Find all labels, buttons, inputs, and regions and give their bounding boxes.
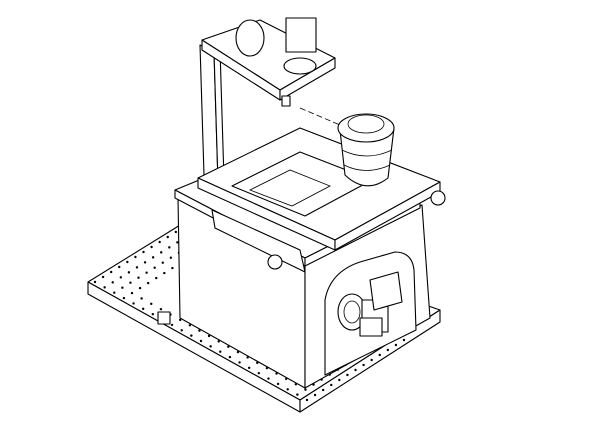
mounting-hole	[354, 368, 357, 372]
xy-stage	[197, 127, 446, 273]
mounting-hole	[129, 281, 132, 284]
mounting-hole	[321, 388, 325, 392]
mounting-hole	[151, 256, 155, 259]
mounting-hole	[145, 271, 148, 274]
mounting-hole	[219, 350, 222, 353]
mounting-hole	[146, 281, 150, 285]
mounting-hole	[199, 339, 203, 343]
mounting-hole	[171, 266, 174, 270]
mounting-hole	[134, 255, 137, 259]
mounting-hole	[209, 345, 212, 348]
mounting-hole	[101, 275, 105, 279]
mounting-hole	[276, 382, 280, 386]
mounting-hole	[188, 324, 192, 327]
mounting-hole	[170, 323, 174, 327]
mounting-hole	[267, 377, 270, 380]
mounting-hole	[238, 361, 241, 364]
mounting-hole	[304, 388, 307, 391]
mounting-hole	[346, 373, 349, 377]
mounting-hole	[132, 302, 135, 305]
mounting-hole	[93, 280, 97, 284]
mounting-hole	[166, 235, 169, 239]
mounting-hole	[135, 266, 139, 269]
mounting-hole	[386, 348, 390, 352]
mounting-hole	[236, 350, 240, 354]
mounting-hole	[140, 297, 143, 300]
mounting-hole	[155, 276, 158, 280]
mounting-hole	[150, 245, 153, 249]
mounting-hole	[143, 261, 147, 264]
mounting-hole	[174, 230, 178, 234]
mounting-hole	[142, 250, 145, 254]
mounting-hole	[370, 358, 373, 362]
mounting-hole	[163, 271, 166, 275]
mounting-hole	[158, 240, 161, 244]
mounting-hole	[150, 302, 153, 306]
mounting-hole	[119, 276, 123, 279]
mounting-hole	[153, 266, 156, 269]
mounting-hole	[159, 307, 163, 311]
mounting-hole	[362, 363, 365, 367]
top-arm	[201, 17, 336, 107]
mounting-hole	[121, 286, 124, 289]
mounting-hole	[296, 393, 299, 396]
mounting-hole	[178, 318, 182, 322]
mounting-hole	[247, 366, 251, 370]
mounting-hole	[130, 291, 134, 295]
mounting-hole	[394, 343, 398, 347]
objective-lens	[299, 107, 395, 187]
vertical-pillar	[199, 44, 225, 183]
mounting-hole	[111, 281, 114, 284]
mounting-hole	[126, 260, 129, 264]
mounting-hole	[190, 334, 193, 337]
mounting-hole	[246, 356, 249, 359]
mounting-hole	[257, 371, 261, 375]
mounting-hole	[198, 329, 201, 332]
mounting-hole	[313, 393, 317, 397]
mounting-hole	[137, 276, 140, 279]
mounting-hole	[207, 334, 211, 338]
mounting-hole	[217, 340, 220, 343]
lower-optics	[157, 271, 403, 337]
mounting-hole	[180, 329, 183, 332]
mounting-hole	[118, 265, 121, 269]
mounting-hole	[113, 291, 116, 294]
mounting-hole	[378, 353, 381, 357]
mounting-hole	[402, 338, 406, 342]
mounting-hole	[227, 345, 230, 348]
mounting-hole	[228, 355, 232, 359]
mounting-hole	[141, 307, 145, 311]
mounting-hole	[169, 256, 173, 259]
mounting-hole	[138, 286, 142, 290]
mounting-hole	[151, 312, 155, 316]
mounting-hole	[161, 261, 164, 264]
mounting-hole	[330, 383, 333, 387]
mounting-hole	[168, 246, 171, 249]
mounting-hole	[305, 398, 309, 402]
mounting-hole	[286, 388, 289, 391]
mounting-hole	[109, 270, 113, 274]
mounting-hole	[338, 378, 341, 382]
mounting-hole	[127, 271, 131, 274]
mounting-hole	[122, 296, 126, 300]
mounting-hole	[160, 251, 163, 254]
mounting-hole	[103, 286, 106, 289]
mounting-hole	[176, 241, 179, 244]
